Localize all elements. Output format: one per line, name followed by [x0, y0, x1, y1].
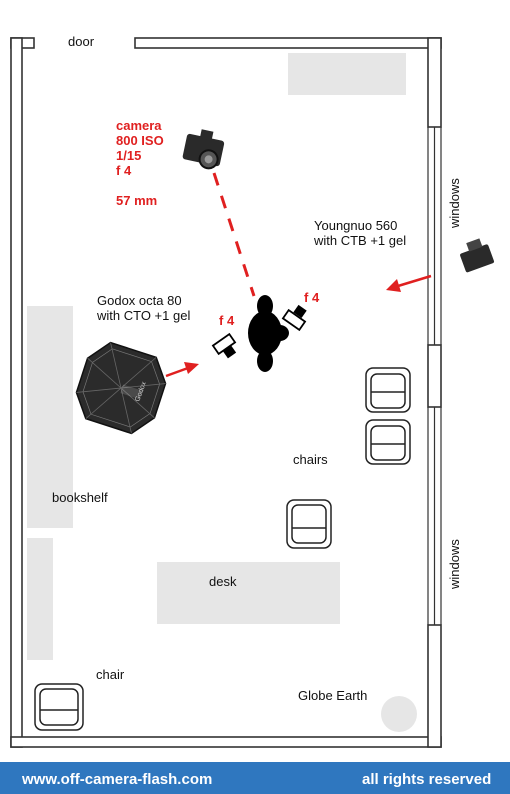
- wall-top-right: [134, 37, 442, 49]
- wall-left: [10, 37, 23, 748]
- top-right-cabinet: [288, 53, 406, 95]
- website-link[interactable]: www.off-camera-flash.com: [22, 771, 213, 788]
- wall-bottom: [10, 736, 442, 748]
- chair-label: chair: [96, 667, 125, 682]
- youngnuo-flash-icon: [460, 238, 495, 273]
- window-bottom: [427, 407, 442, 625]
- youngnuo-line-1: Youngnuo 560: [314, 218, 398, 233]
- camera-line-4: f 4: [116, 163, 132, 178]
- youngnuo-label: Youngnuo 560 with CTB +1 gel: [314, 218, 406, 248]
- windows-bottom-label: windows: [447, 539, 462, 589]
- chair-right-lower: [365, 419, 411, 465]
- flash-right-icon: [281, 304, 307, 332]
- wall-right-top: [427, 37, 442, 128]
- chair-center: [286, 499, 332, 549]
- window-top: [427, 127, 442, 345]
- chair-bottom-left: [34, 683, 84, 731]
- f4-right-label: f 4: [304, 290, 320, 305]
- camera-line-3: 1/15: [116, 148, 142, 163]
- globe-earth: [381, 696, 417, 732]
- camera-label: camera 800 ISO 1/15 f 4 57 mm: [116, 118, 164, 208]
- camera-line-6: 57 mm: [116, 193, 158, 208]
- youngnuo-line-2: with CTB +1 gel: [314, 233, 407, 248]
- rights-text: all rights reserved: [362, 771, 492, 788]
- godox-line-2: with CTO +1 gel: [97, 308, 191, 323]
- chair-right-upper: [365, 367, 411, 413]
- desk: [157, 562, 340, 624]
- arrow-youngnuo: [386, 274, 432, 292]
- camera-line-of-sight: [212, 172, 256, 297]
- bookshelf-label: bookshelf: [52, 490, 108, 505]
- f4-left-label: f 4: [219, 313, 235, 328]
- bookshelf-lower: [27, 538, 53, 660]
- camera-line-1: camera: [116, 118, 162, 133]
- chairs-label: chairs: [293, 452, 328, 467]
- door-label: door: [68, 34, 95, 49]
- flash-left-icon: [211, 332, 237, 359]
- footer-bar: www.off-camera-flash.com all rights rese…: [0, 762, 510, 794]
- globe-label: Globe Earth: [298, 688, 368, 703]
- godox-label: Godox octa 80 with CTO +1 gel: [97, 293, 190, 323]
- camera-line-5: [116, 178, 164, 193]
- floor-plan: Godox door camera 800 ISO 1/15 f 4 57 mm…: [0, 0, 510, 762]
- desk-label: desk: [209, 574, 237, 589]
- wall-right-middle: [427, 344, 442, 408]
- subject-person-icon: [248, 295, 289, 372]
- godox-line-1: Godox octa 80: [97, 293, 182, 308]
- camera-icon: [182, 129, 225, 170]
- camera-line-2: 800 ISO: [116, 133, 164, 148]
- windows-top-label: windows: [447, 178, 462, 228]
- arrow-godox: [165, 362, 199, 378]
- softbox-octa-icon: [75, 341, 167, 435]
- wall-right-bottom: [427, 624, 442, 748]
- bookshelf: [27, 306, 73, 528]
- floor-plan-drawing: Godox: [10, 37, 495, 748]
